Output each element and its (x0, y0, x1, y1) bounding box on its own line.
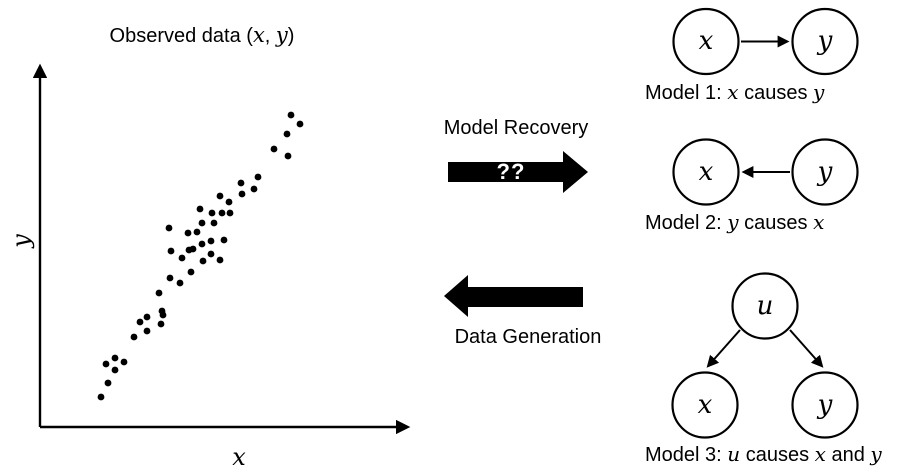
scatter-point (193, 228, 201, 236)
scatter-point (185, 246, 193, 254)
model3-caption-b: x (814, 442, 826, 466)
scatter-point (111, 354, 119, 362)
scatter-point (178, 254, 186, 262)
model3-node-x-circle (671, 371, 739, 439)
model3-caption-mid2: and (825, 444, 871, 466)
scatter-title-y: y (275, 23, 288, 47)
model1-graph (672, 7, 859, 76)
scatter-title-close: ) (287, 25, 295, 47)
scatter-point (120, 358, 128, 366)
model1-caption: Model 1: x causes y (645, 80, 824, 106)
scatter-title: Observed data (x, y) (41, 22, 363, 49)
scatter-point (250, 185, 258, 193)
model3-edge-uy-arrow (789, 329, 824, 368)
scatter-point (104, 379, 112, 387)
scatter-axes (32, 63, 411, 435)
scatter-points-layer (97, 111, 304, 401)
scatter-point (283, 130, 291, 138)
scatter-point (284, 152, 292, 160)
model1-caption-a: x (727, 80, 739, 104)
y-axis-label: y (7, 234, 35, 248)
data-generation-label: Data Generation (454, 326, 602, 348)
model-recovery-label: Model Recovery (443, 117, 589, 139)
model3-node-u-circle (731, 272, 799, 340)
scatter-point (102, 360, 110, 368)
model2-caption-b: x (813, 210, 825, 234)
model2-node-x-label: x (698, 157, 714, 187)
model3-caption-c: y (870, 442, 882, 466)
scatter-point (238, 190, 246, 198)
scatter-point (287, 111, 295, 119)
model3-caption: Model 3: u causes x and y (645, 442, 882, 468)
model1-node-x-circle (672, 7, 740, 76)
model2-node-x-circle (672, 138, 740, 206)
model3-node-u-label: u (756, 291, 774, 321)
model2-caption-prefix: Model 2: (645, 212, 728, 234)
scatter-point (237, 179, 245, 187)
model2-caption-mid: causes (738, 212, 814, 234)
scatter-point (143, 327, 151, 335)
model2-caption: Model 2: y causes x (645, 210, 824, 236)
scatter-point (166, 274, 174, 282)
scatter-point (198, 219, 206, 227)
model3-caption-a: u (727, 442, 741, 466)
model1-caption-mid: causes (738, 82, 814, 104)
scatter-point (226, 209, 234, 217)
scatter-point (210, 219, 218, 227)
scatter-point (167, 247, 175, 255)
model3-caption-prefix: Model 3: (645, 444, 728, 466)
model1-node-y-circle (791, 7, 859, 76)
model2-caption-a: y (727, 210, 739, 234)
model2-node-y-circle (791, 138, 859, 206)
scatter-point (184, 229, 192, 237)
scatter-point (111, 366, 119, 374)
scatter-point (187, 268, 195, 276)
scatter-point (159, 311, 167, 319)
model2-node-y-label: y (817, 157, 833, 187)
model1-caption-prefix: Model 1: (645, 82, 728, 104)
scatter-point (254, 173, 262, 181)
model3-graph (671, 272, 859, 439)
scatter-title-text: Observed data ( (109, 25, 253, 47)
scatter-point (157, 320, 165, 328)
scatter-point (270, 145, 278, 153)
recovery-arrow-question-marks: ?? (496, 159, 526, 184)
scatter-point (165, 224, 173, 232)
model1-node-y-label: y (817, 26, 833, 56)
data-generation-fat-arrow (444, 275, 583, 317)
model-recovery-fat-arrow (448, 151, 588, 193)
scatter-point (208, 209, 216, 217)
scatter-point (198, 240, 206, 248)
scatter-point (155, 289, 163, 297)
scatter-point (196, 205, 204, 213)
scatter-point (143, 313, 151, 321)
scatter-point (176, 279, 184, 287)
scatter-point (225, 198, 233, 206)
model3-node-y-label: y (817, 390, 833, 420)
scatter-point (199, 257, 207, 265)
scatter-point (207, 237, 215, 245)
scatter-point (130, 333, 138, 341)
model1-caption-b: y (813, 80, 825, 104)
scatter-point (218, 209, 226, 217)
scatter-point (136, 318, 144, 326)
model3-edge-ux-arrow (706, 329, 741, 368)
model3-node-y-circle (791, 371, 859, 439)
model2-graph (672, 138, 859, 206)
scatter-point (296, 120, 304, 128)
model1-node-x-label: x (698, 26, 714, 56)
scatter-title-x: x (252, 23, 265, 47)
scatter-title-sep: , (264, 25, 276, 47)
x-axis-label: x (232, 443, 246, 471)
scatter-point (207, 250, 215, 258)
model3-caption-mid: causes (740, 444, 815, 466)
model3-node-x-label: x (697, 390, 713, 420)
scatter-point (97, 393, 105, 401)
scatter-point (216, 256, 224, 264)
scatter-point (216, 192, 224, 200)
scatter-point (220, 236, 228, 244)
